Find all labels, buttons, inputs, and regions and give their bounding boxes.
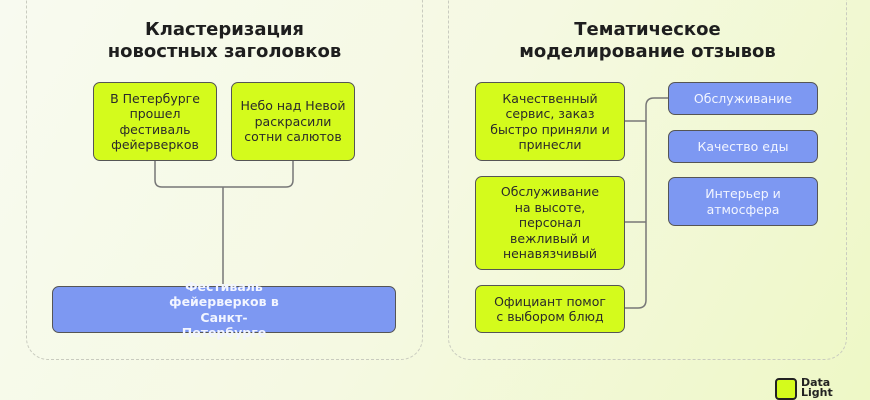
title-line: моделирование отзывов: [519, 41, 776, 62]
title-line: Тематическое: [574, 19, 721, 40]
cluster-connector: [154, 161, 294, 286]
logo-face-icon: [775, 378, 797, 400]
logo-line: Data: [801, 376, 831, 389]
review-box: Обслуживание на высоте, персонал вежливы…: [475, 176, 625, 270]
title-line: новостных заголовков: [107, 41, 342, 62]
topic-box: Качество еды: [668, 130, 818, 163]
topic-box: Обслуживание: [668, 82, 818, 115]
logo-text: Data Light: [801, 376, 833, 400]
topic-modeling-panel: Тематическое моделирование отзывов: [448, 0, 847, 360]
headline-box: В Петербурге прошел фестиваль фейерверко…: [93, 82, 217, 161]
topic-connector: [625, 97, 668, 309]
title-line: Кластеризация: [145, 19, 304, 40]
topic-box: Интерьер и атмосфера: [668, 177, 818, 226]
clustering-panel: Кластеризация новостных заголовков: [26, 0, 423, 360]
review-box: Качественный сервис, заказ быстро принял…: [475, 82, 625, 161]
headline-box: Небо над Невой раскрасили сотни салютов: [231, 82, 355, 161]
datalight-logo: Data Light: [775, 376, 833, 400]
topic-modeling-title: Тематическое моделирование отзывов: [449, 19, 846, 63]
review-box: Официант помог с выбором блюд: [475, 285, 625, 333]
clustering-title: Кластеризация новостных заголовков: [27, 19, 422, 63]
cluster-box: Фестиваль фейерверков в Санкт-Петербурге: [52, 279, 396, 340]
logo-line: Light: [801, 386, 833, 399]
